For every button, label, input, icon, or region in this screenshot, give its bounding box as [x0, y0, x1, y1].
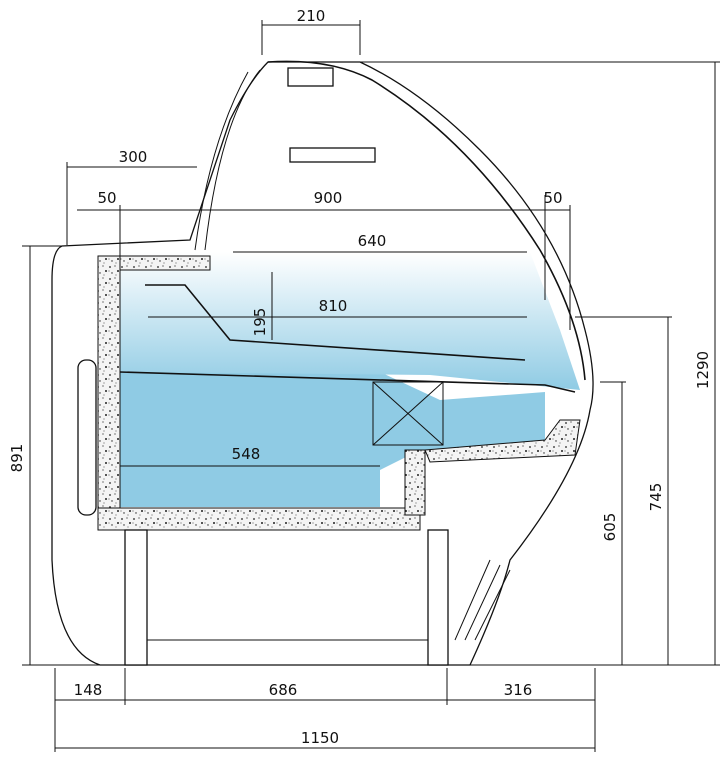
insulation-top: [119, 255, 211, 271]
dim-top-opening: 210: [297, 7, 326, 25]
dim-side-height: 891: [8, 444, 26, 473]
top-lamp: [287, 67, 334, 87]
dim-upper-shelf: 640: [358, 232, 387, 250]
dim-counter-height: 605: [601, 513, 619, 542]
dim-shelf-depth: 300: [119, 148, 148, 166]
insulation-front: [424, 419, 581, 463]
lower-storage-compartment: [120, 372, 380, 507]
insulation-left: [97, 255, 121, 509]
dim-right-margin: 50: [543, 189, 562, 207]
dimension-lines: [22, 20, 720, 752]
dim-total-height: 1290: [694, 351, 712, 389]
dim-inner-width: 900: [314, 189, 343, 207]
left-leg: [124, 529, 148, 666]
dim-display-depth: 810: [319, 297, 348, 315]
insulation-step: [404, 449, 426, 516]
glass-canopy: [267, 60, 586, 381]
dim-base-left: 148: [74, 681, 103, 699]
dim-base-right: 316: [504, 681, 533, 699]
side-handle: [77, 359, 97, 516]
dim-lower-storage: 548: [232, 445, 261, 463]
dim-left-margin: 50: [97, 189, 116, 207]
mid-lamp: [289, 147, 376, 163]
display-compartment: [120, 252, 580, 390]
right-leg: [427, 529, 449, 666]
front-grille: [454, 559, 511, 641]
upper-shelf: [145, 284, 526, 361]
dim-shelf-gap: 195: [251, 308, 269, 337]
dim-overall-width: 1150: [301, 729, 339, 747]
dim-base-middle: 686: [269, 681, 298, 699]
lower-shelf: [119, 371, 576, 393]
insulation-bottom: [97, 507, 421, 531]
compressor-box: [372, 381, 444, 446]
dim-front-height: 745: [647, 483, 665, 512]
